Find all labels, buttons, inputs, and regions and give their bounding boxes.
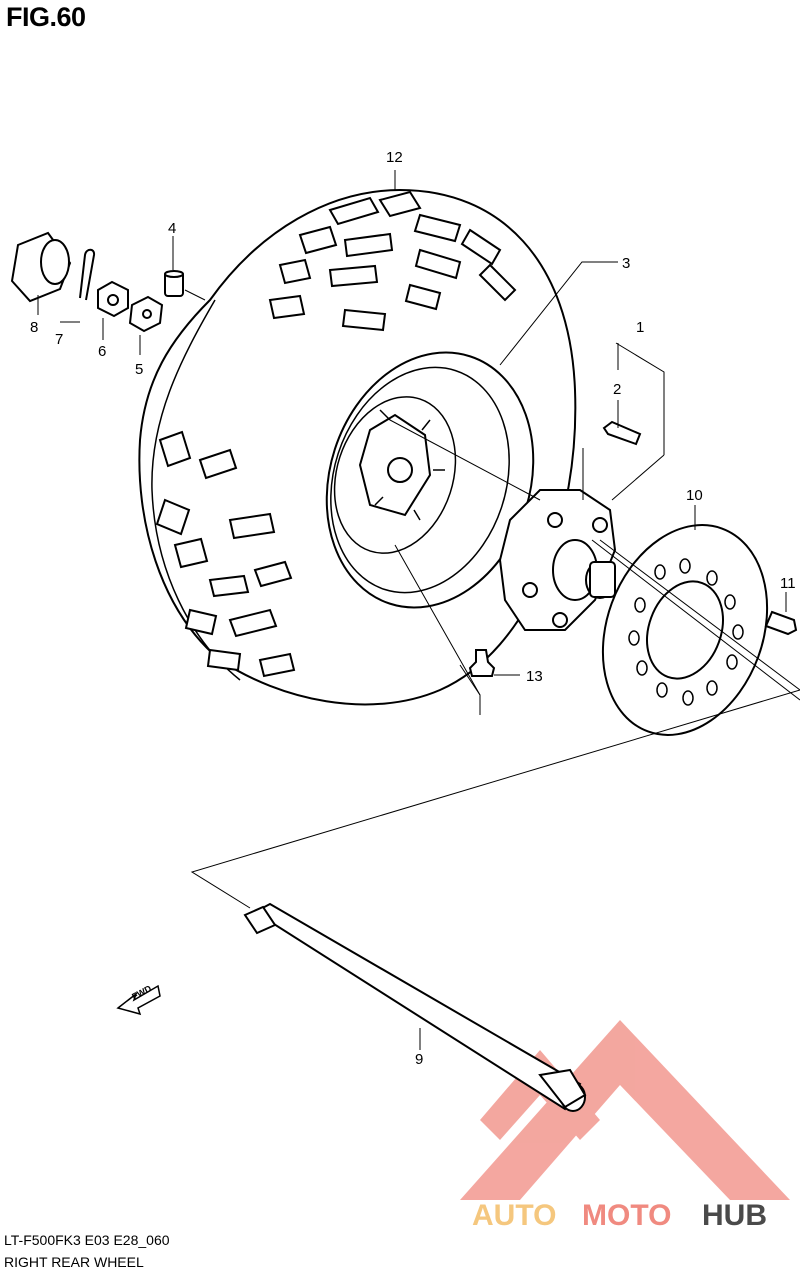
figure-title: FIG.60 <box>6 2 86 32</box>
callout-10: 10 <box>686 487 703 504</box>
part-washer <box>128 295 164 333</box>
part-cotter-pin <box>79 248 96 301</box>
part-bolt-11 <box>764 610 798 636</box>
brake-disc <box>601 524 769 736</box>
watermark-logo <box>460 1020 790 1200</box>
axle-shaft <box>243 902 587 1112</box>
watermark-triangle-inner <box>480 1050 600 1140</box>
callout-12: 12 <box>386 149 403 166</box>
callout-8: 8 <box>30 319 38 336</box>
callout-1: 1 <box>636 319 644 336</box>
watermark-hub: HUB <box>702 1199 767 1232</box>
part-cap <box>10 231 72 303</box>
callout-11: 11 <box>780 575 796 592</box>
part-bolt-2 <box>602 420 642 446</box>
callout-2: 2 <box>613 381 621 398</box>
watermark-triangle <box>460 1020 790 1200</box>
wheel-rim <box>325 351 535 609</box>
leader-lines <box>37 170 800 1050</box>
callout-13: 13 <box>526 668 543 685</box>
part-spacer <box>164 270 184 297</box>
watermark-auto: AUTO <box>472 1199 556 1232</box>
brake-disc-holes <box>628 558 744 706</box>
callout-3: 3 <box>622 255 630 272</box>
callout-7: 7 <box>55 331 63 348</box>
watermark-moto: MOTO <box>582 1199 671 1232</box>
callout-6: 6 <box>98 343 106 360</box>
watermark-text: AUTO MOTO HUB <box>472 1199 767 1232</box>
tire <box>138 188 577 706</box>
callout-4: 4 <box>168 220 176 237</box>
callout-5: 5 <box>135 361 143 378</box>
fwd-arrow-icon: FWD <box>116 983 161 1016</box>
drawing-code: LT-F500FK3 E03 E28_060 <box>4 1232 170 1248</box>
wheel-hub <box>498 489 617 631</box>
callout-9: 9 <box>415 1051 423 1068</box>
part-castle-nut <box>97 280 129 318</box>
figure-caption: RIGHT REAR WHEEL <box>4 1254 144 1270</box>
callout-labels: 12 4 3 1 2 10 11 8 7 6 5 13 9 <box>30 149 796 1068</box>
tire-tread <box>155 190 517 678</box>
part-valve-stem <box>468 649 496 677</box>
